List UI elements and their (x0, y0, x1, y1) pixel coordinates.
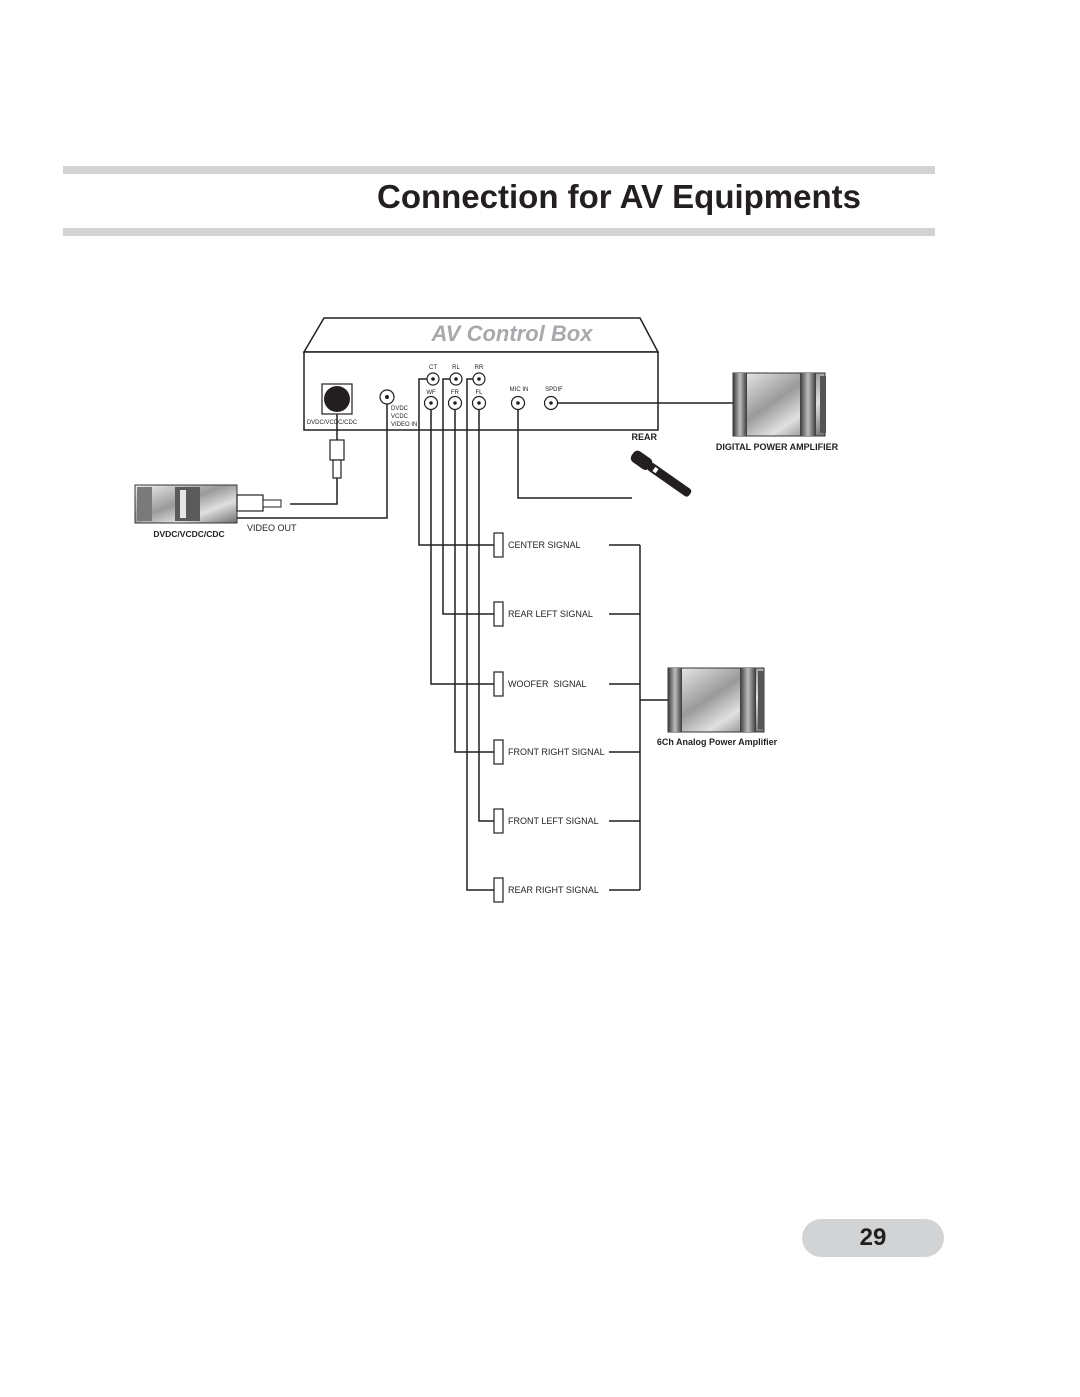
page-title: Connection for AV Equipments (377, 178, 861, 215)
video-in-label-2: VCDC (391, 414, 409, 420)
rca-jack-icon (493, 877, 504, 903)
signal-label-front-right: FRONT RIGHT SIGNAL (508, 747, 605, 757)
page-number: 29 (859, 1224, 887, 1251)
port-rr-label: RR (475, 365, 484, 371)
microphone-icon (630, 450, 692, 497)
rca-jack-icon (493, 671, 504, 697)
rca-jack-icon (493, 601, 504, 627)
signal-plug-center (493, 532, 504, 558)
changer-label: DVDC/VCDC/CDC (153, 529, 224, 539)
port-ct-label: CT (429, 365, 437, 371)
page-number-badge: 29 (802, 1219, 944, 1257)
disc-changer-icon (134, 484, 282, 524)
video-in-jack-pin (385, 395, 389, 399)
header-rule-bottom (63, 228, 935, 236)
changer-cable (290, 478, 338, 505)
signal-label-rear-left: REAR LEFT SIGNAL (508, 609, 593, 619)
signal-label-rear-right: REAR RIGHT SIGNAL (508, 885, 599, 895)
signal-label-center: CENTER SIGNAL (508, 540, 581, 550)
port-fl-label: FL (475, 390, 483, 396)
digital-amp-amplifier-icon (732, 372, 826, 437)
header-rule-top (63, 166, 935, 174)
video-in-label-1: DVDC (391, 406, 409, 412)
rca-jack-icon (493, 739, 504, 765)
analog-bus (609, 544, 668, 891)
video-out-cable (237, 404, 388, 519)
signal-label-woofer: WOOFER SIGNAL (508, 679, 587, 689)
video-in-label-3: VIDEO IN (391, 422, 417, 428)
digital-amp-label: DIGITAL POWER AMPLIFIER (716, 442, 839, 452)
port-fr-label: FR (451, 390, 460, 396)
spdif-label: SPDIF (545, 387, 563, 393)
port-rl-label: RL (452, 365, 460, 371)
mic-cable (517, 410, 632, 499)
rca-jack-icon (493, 808, 504, 834)
mic-in-label: MIC IN (510, 387, 529, 393)
changer-port-label: DVDC/VCDC/CDC (307, 420, 358, 426)
analog-amp-label: 6Ch Analog Power Amplifier (657, 737, 778, 747)
changer-plug-icon (329, 439, 345, 479)
control-box-title: AV Control Box (431, 321, 594, 346)
port-wf-label: WF (426, 390, 436, 396)
av-control-box: AV Control Box DVDC/VCDC/CDC DVDC VCDC V… (302, 317, 660, 442)
rear-label: REAR (631, 432, 657, 442)
signal-wiring (418, 378, 494, 891)
changer-port-socket (324, 386, 350, 412)
rca-jack-icon (493, 532, 504, 558)
signal-label-front-left: FRONT LEFT SIGNAL (508, 816, 599, 826)
video-out-label: VIDEO OUT (247, 523, 297, 533)
analog-amp-amplifier-icon (667, 667, 765, 733)
